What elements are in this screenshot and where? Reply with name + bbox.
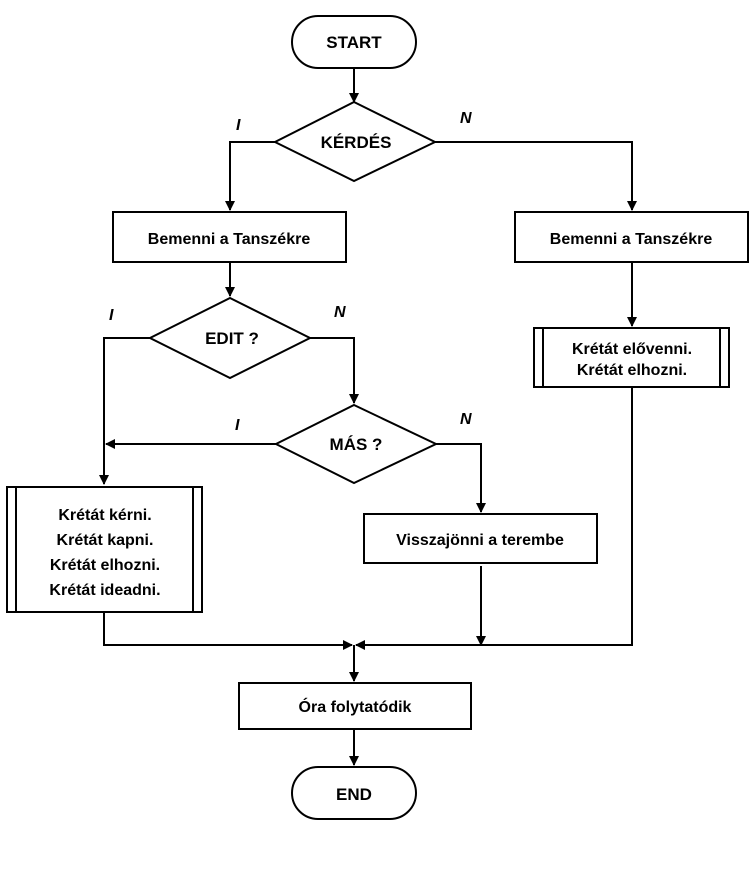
continue-label: Óra folytatódik <box>299 697 412 716</box>
enter-left-label: Bemenni a Tanszékre <box>148 231 311 248</box>
edge-right-merge <box>355 387 633 650</box>
question-yes-label: I <box>236 117 241 134</box>
connectors <box>99 68 637 766</box>
left-process-line: Krétát ideadni. <box>49 582 160 599</box>
left-process-line: Krétát kapni. <box>57 532 154 549</box>
right-subprocess: Krétát elővenni. Krétát elhozni. <box>533 327 730 388</box>
edge-question-no <box>435 141 637 211</box>
right-process-line: Krétát elővenni. <box>572 341 692 358</box>
question-no-label: N <box>460 110 472 127</box>
enter-department-left: Bemenni a Tanszékre <box>112 211 347 263</box>
other-no-label: N <box>460 411 472 428</box>
end-terminal: END <box>291 766 417 820</box>
question-label: KÉRDÉS <box>321 133 392 152</box>
edit-label: EDIT ? <box>205 329 259 348</box>
return-label: Visszajönni a terembe <box>396 532 564 549</box>
end-label: END <box>336 785 372 804</box>
other-label: MÁS ? <box>330 435 383 454</box>
edge-left-merge <box>103 612 353 650</box>
edit-no-label: N <box>334 304 346 321</box>
return-to-room: Visszajönni a terembe <box>363 513 598 564</box>
enter-department-right: Bemenni a Tanszékre <box>514 211 749 263</box>
edge-edit-no <box>310 337 359 404</box>
other-decision: MÁS ? <box>273 403 439 485</box>
left-subprocess: Krétát kérni. Krétát kapni. Krétát elhoz… <box>6 486 203 613</box>
question-decision: KÉRDÉS <box>272 100 438 183</box>
edit-decision: EDIT ? <box>147 296 313 380</box>
start-label: START <box>326 33 382 52</box>
enter-right-label: Bemenni a Tanszékre <box>550 231 713 248</box>
left-process-line: Krétát kérni. <box>58 507 151 524</box>
edge-other-no <box>436 443 486 513</box>
other-yes-label: I <box>235 417 240 434</box>
start-terminal: START <box>291 15 417 69</box>
edit-yes-label: I <box>109 307 114 324</box>
class-continues: Óra folytatódik <box>238 682 472 730</box>
left-process-line: Krétát elhozni. <box>50 557 160 574</box>
right-process-line: Krétát elhozni. <box>577 362 687 379</box>
edge-question-yes <box>225 141 275 211</box>
edge-edit-yes <box>99 337 150 485</box>
